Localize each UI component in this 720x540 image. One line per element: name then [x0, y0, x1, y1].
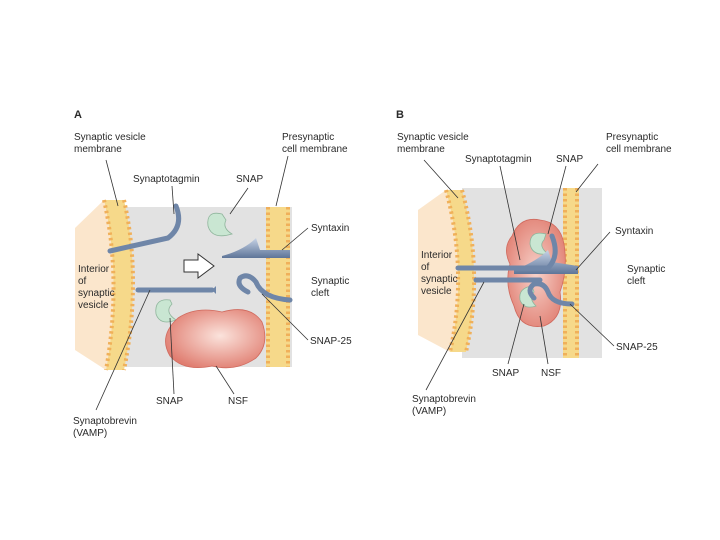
panel-a-label-syntaxin: Syntaxin [311, 223, 349, 234]
panel-a: A [73, 109, 352, 439]
panel-b-label-syntaxin: Syntaxin [615, 226, 653, 237]
panel-a-label-presynaptic-membrane: Presynaptic cell membrane [282, 132, 348, 155]
panel-a-letter: A [74, 109, 82, 121]
panel-b-label-presynaptic-membrane: Presynaptic cell membrane [606, 132, 672, 155]
panel-a-label-snap-bottom: SNAP [156, 396, 184, 407]
panel-b-label-nsf: NSF [541, 368, 561, 379]
panel-b-label-snap25: SNAP-25 [616, 342, 658, 353]
panel-b-letter: B [396, 109, 404, 121]
panel-a-label-cleft: Synaptic cleft [311, 276, 352, 299]
panel-a-label-snap25: SNAP-25 [310, 336, 352, 347]
panel-b-label-synaptobrevin: Synaptobrevin (VAMP) [412, 394, 479, 417]
panel-a-nsf [166, 310, 265, 368]
panel-b-label-snap-bottom: SNAP [492, 368, 520, 379]
panel-b-label-snap-top: SNAP [556, 154, 584, 165]
panel-a-label-nsf: NSF [228, 396, 248, 407]
panel-a-label-synaptobrevin: Synaptobrevin (VAMP) [73, 416, 140, 439]
panel-b-label-synaptotagmin: Synaptotagmin [465, 154, 532, 165]
panel-a-label-vesicle-membrane: Synaptic vesicle membrane [74, 132, 148, 155]
panel-b-label-cleft: Synaptic cleft [627, 264, 668, 287]
panel-a-label-synaptotagmin: Synaptotagmin [133, 174, 200, 185]
panel-b-label-vesicle-membrane: Synaptic vesicle membrane [397, 132, 471, 155]
panel-a-label-snap-top: SNAP [236, 174, 264, 185]
panel-b: B [396, 109, 672, 417]
